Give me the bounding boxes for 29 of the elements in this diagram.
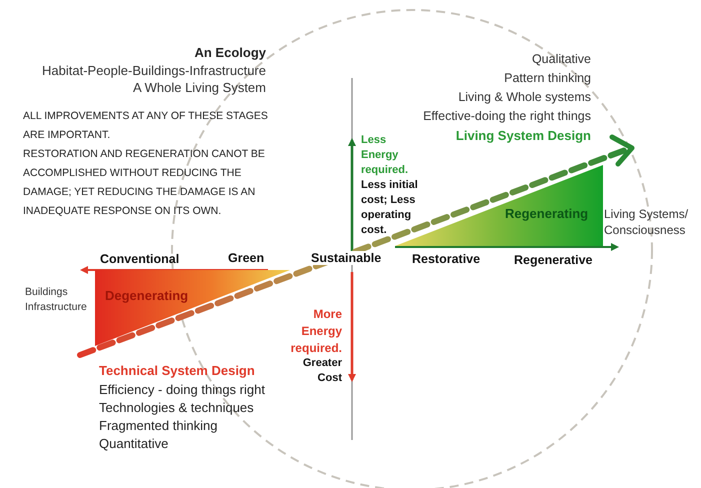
trait-text: Technologies & techniques [99, 399, 255, 417]
subheading: Habitat-People-Buildings-Infrastructure [41, 62, 266, 80]
trait-text: Effective-doing the right things [422, 108, 591, 125]
stage-name: Degenerating [105, 287, 188, 305]
end-label: Buildings Infrastructure [25, 285, 88, 315]
note-text: RESTORATION AND REGENERATION CANOT BE ACCOMPLISHED WITHOUT REDUCING THE DAMAGE; YET REDUCING THE DAMAGE IS AN INADEQUATE RESPONSE ON ITS OWN. [23, 147, 266, 219]
trait-text: Pattern thinking [503, 70, 591, 87]
trait-text: Qualitative [530, 51, 591, 68]
degenerating-triangle [95, 270, 290, 346]
subheading: A Whole Living System [132, 79, 266, 97]
heading: An Ecology [193, 44, 266, 62]
design-heading: Living System Design [454, 127, 591, 145]
trait-text: Efficiency - doing things right [99, 381, 266, 399]
energy-note: Less Energy required. [361, 133, 410, 178]
stage-label: Regenerative [514, 252, 594, 269]
cost-note: Greater Cost [302, 356, 342, 386]
design-heading: Technical System Design [99, 362, 256, 380]
trait-text: Quantitative [99, 435, 170, 453]
end-label: Living Systems/ Consciousness [604, 206, 690, 238]
cost-note: Less initial cost; Less operating cost. [361, 178, 419, 238]
stage-label: Sustainable [311, 250, 382, 267]
note-text: ALL IMPROVEMENTS AT ANY OF THESE STAGES ARE IMPORTANT. [23, 109, 269, 143]
trait-text: Fragmented thinking [99, 417, 219, 435]
stage-name: Regenerating [505, 205, 588, 223]
stage-label: Conventional [100, 251, 180, 268]
stage-label: Restorative [412, 251, 482, 268]
trait-text: Living & Whole systems [457, 89, 591, 106]
energy-note: More Energy required. [290, 306, 342, 357]
stage-label: Green [228, 250, 266, 267]
